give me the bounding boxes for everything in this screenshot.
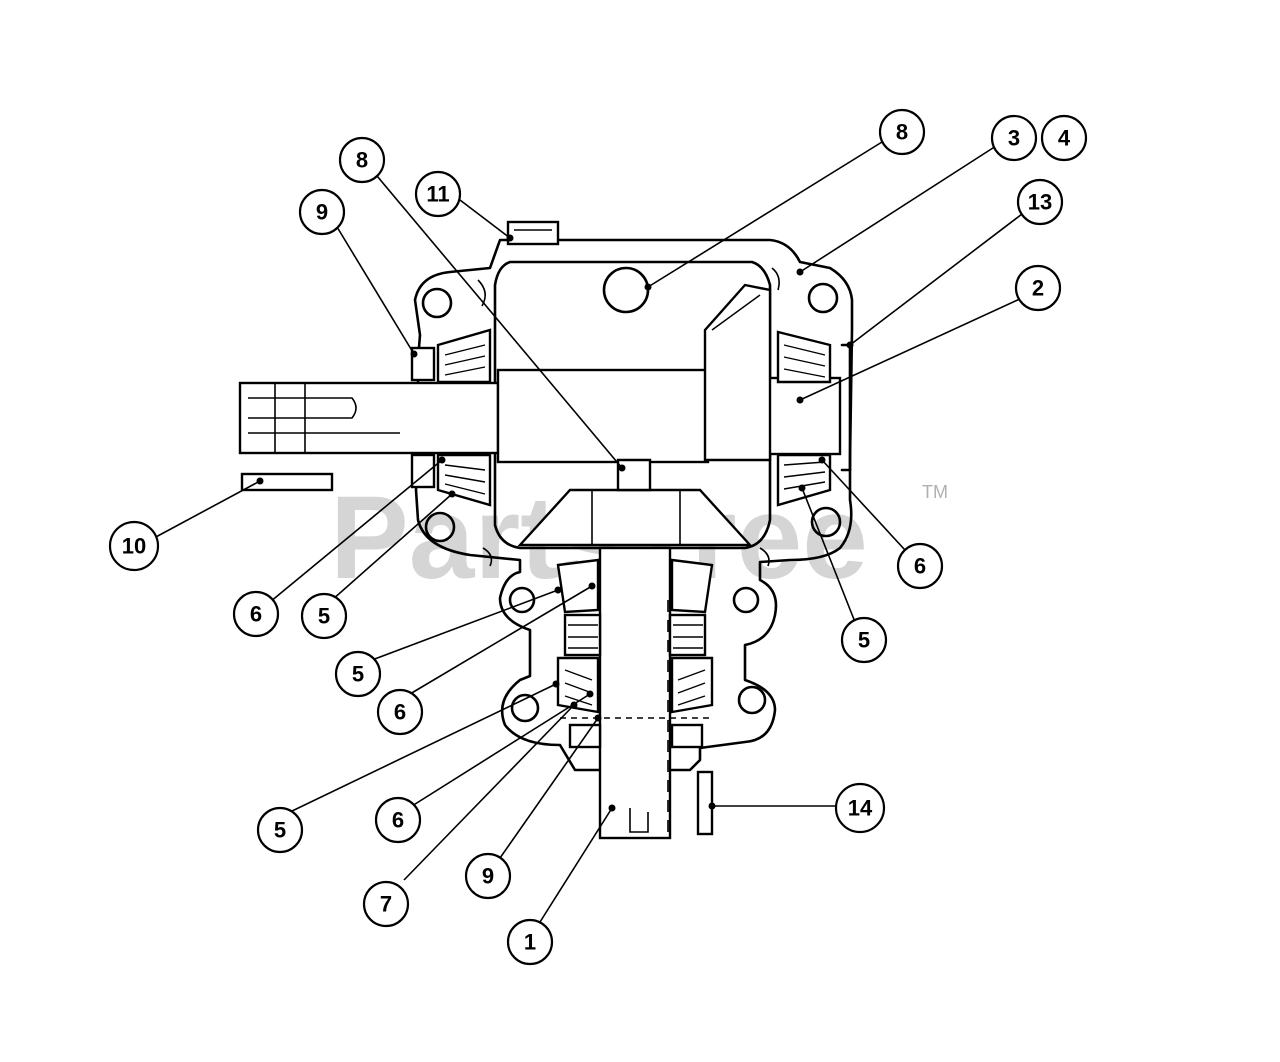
callout-c-6a: 6 [232,590,280,638]
bolt-hole-lower-left [508,586,536,614]
input-shaft-center [496,368,710,464]
bevel-gear-lower [517,458,753,547]
seam-mark-2 [771,267,780,291]
watermark-trademark: TM [922,482,948,502]
bolt-hole-bottom-right [737,685,767,715]
bolt-hole-lower-right [732,586,760,614]
callout-label: 5 [318,604,330,629]
callout-c-6d: 6 [374,796,422,844]
callout-label: 6 [914,554,926,579]
output-spacer-right [668,613,707,657]
callout-label: 8 [356,148,368,173]
callout-label: 5 [352,662,364,687]
callout-label: 8 [896,120,908,145]
seam-mark-4 [759,547,770,567]
lower-gear-body [517,488,753,547]
callout-label: 1 [524,930,536,955]
callout-label: 5 [274,818,286,843]
bolt-hole-top-right [807,282,839,314]
key-part-10 [240,472,334,492]
callout-label: 9 [316,200,328,225]
housing-inner-chamber [493,260,772,550]
callout-c-5b: 5 [840,616,888,664]
housing-outline [413,238,854,772]
input-shaft-keyway [248,397,357,419]
bevel-gear-body [703,283,772,462]
output-bearing-lower-left [556,656,600,714]
end-cap [840,343,852,472]
callout-c-6b: 6 [896,542,944,590]
callout-label: 7 [380,892,392,917]
callout-c-5a: 5 [300,592,348,640]
callout-c-13: 13 [1016,178,1064,226]
callout-c-6c: 6 [376,688,424,736]
callout-c-11: 11 [414,170,462,218]
callout-c-5d: 5 [256,806,304,854]
callout-c-9b: 9 [464,852,512,900]
output-bearing-lower-right [670,656,714,714]
callout-label: 6 [394,700,406,725]
bevel-gear-tooth [711,294,761,331]
callout-label: 3 [1008,126,1020,151]
right-bearings [776,330,832,507]
callout-label: 2 [1032,276,1044,301]
output-shaft [556,546,714,840]
input-shaft-right-end [766,376,842,456]
callout-c-9a: 9 [298,188,346,236]
callout-label: 6 [392,808,404,833]
bevel-gear-upper [703,283,772,462]
callout-c-3: 3 [990,114,1038,162]
callout-label: 14 [848,796,873,821]
output-bearing-upper-left [556,558,600,614]
output-spacer-hatch [568,624,703,649]
callout-label: 11 [426,182,449,207]
left-bearing-bottom-rollers [444,464,486,495]
bolt-hole-mid-right [810,506,842,538]
callout-c-8a: 8 [878,108,926,156]
leader-lines [153,141,1023,923]
output-bearing-upper-right [670,558,714,614]
callout-c-10: 10 [108,520,160,572]
callout-label: 5 [858,628,870,653]
callout-label: 10 [122,534,146,559]
callout-label: 6 [250,602,262,627]
output-shaft-keyway [629,808,649,833]
left-seal-bottom [410,453,436,489]
seam-mark-3 [482,547,493,567]
callout-c-1: 1 [506,918,554,966]
output-spacer-left [563,613,602,657]
key-part-14 [696,770,714,836]
seam-mark-1 [477,279,486,307]
callout-c-2: 2 [1014,264,1062,312]
bolt-hole-mid-left [424,511,456,543]
callout-label: 13 [1028,190,1052,215]
callout-c-14: 14 [834,782,886,834]
right-bearing-bottom [776,453,832,507]
callout-c-4: 4 [1040,114,1088,162]
gearbox-housing [413,220,854,772]
left-seal-top [410,346,436,382]
output-shaft-body [598,546,672,840]
left-bearing-top-rollers [444,344,486,376]
right-bearing-top-rollers [783,344,826,378]
bolt-hole-bottom-left [510,693,540,723]
callout-label: 4 [1058,126,1071,151]
right-bearing-top [776,330,832,384]
callout-label: 9 [482,864,494,889]
right-bearing-bottom-rollers [783,461,826,490]
gear-set-screw [616,458,652,492]
callout-c-8b: 8 [338,136,386,184]
callout-c-5c: 5 [334,650,382,698]
bolt-hole-top-left [421,287,453,319]
check-plug [602,266,650,314]
output-seal-right [670,723,704,749]
vent-plug [506,220,560,246]
callout-c-7: 7 [362,880,410,928]
